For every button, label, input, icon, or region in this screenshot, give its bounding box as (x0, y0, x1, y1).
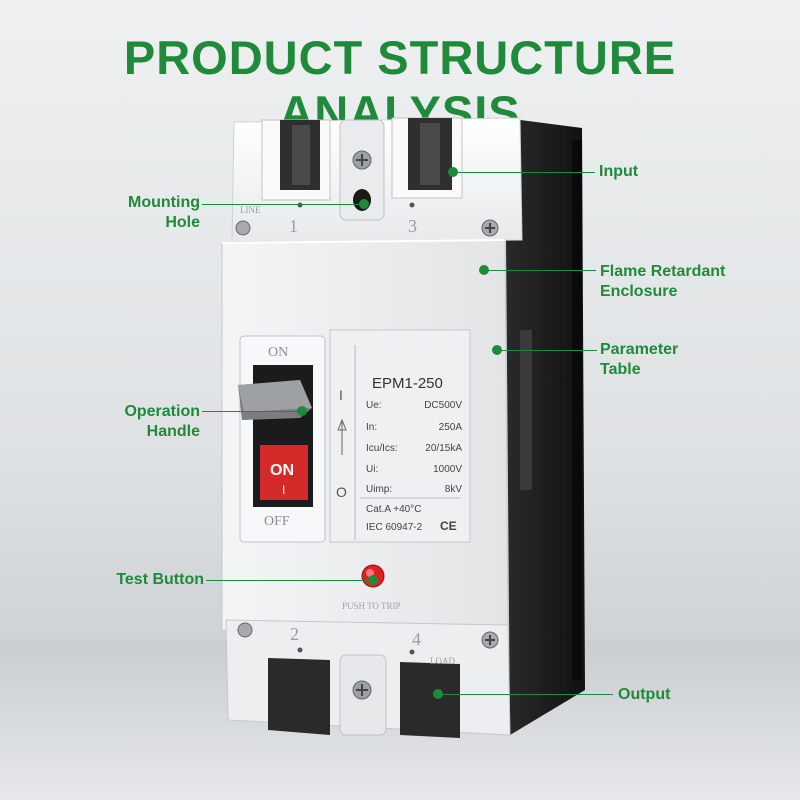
test-button-line (206, 580, 373, 581)
terminal-4-label: 4 (412, 629, 421, 649)
standard-label: IEC 60947-2 (366, 522, 423, 533)
spec-key: In: (366, 422, 377, 433)
switch-off-label: OFF (264, 514, 290, 529)
symbol-i: I (339, 387, 343, 403)
spec-value: 20/15kA (425, 443, 462, 454)
parameter-plate (329, 329, 471, 543)
spec-value: 250A (439, 422, 463, 433)
handle-callout-line1: Operation (124, 403, 200, 420)
output-callout: Output (618, 686, 671, 703)
handle-callout-line2: Handle (146, 423, 200, 440)
terminal-2-label: 2 (290, 624, 299, 644)
spec-key: Icu/Ics: (366, 443, 398, 454)
param-callout-line2: Table (600, 361, 641, 378)
mounting-dot (359, 199, 369, 209)
flame-line (484, 270, 596, 271)
handle-line (202, 411, 302, 412)
spec-value: DC500V (424, 400, 462, 411)
spec-key: Ui: (366, 464, 378, 475)
page-title: PRODUCT STRUCTURE ANALYSIS (123, 31, 677, 139)
test-button-callout: Test Button (116, 571, 204, 588)
category-label: Cat.A +40°C (366, 504, 421, 515)
flame-callout: Flame Retardant Enclosure (600, 262, 725, 302)
spec-value: 8kV (445, 484, 463, 495)
switch-on-label: ON (268, 345, 288, 360)
top-terminal-block (231, 117, 523, 243)
mounting-callout: Mounting Hole (80, 193, 200, 233)
model-label: EPM1-250 (372, 375, 443, 392)
mounting-callout-line1: Mounting (128, 194, 200, 211)
handle-on-label: ON (270, 462, 294, 479)
flame-callout-line1: Flame Retardant (600, 263, 726, 280)
param-callout-line1: Parameter (600, 341, 679, 358)
handle-callout: Operation Handle (80, 402, 200, 442)
switch-frame (238, 335, 326, 543)
handle-dot (297, 406, 307, 416)
spec-key: Ue: (366, 400, 382, 411)
param-callout: Parameter Table (600, 340, 678, 380)
input-callout: Input (599, 163, 639, 180)
mounting-line (202, 204, 364, 205)
input-line (453, 172, 595, 173)
load-label: LOAD (430, 656, 455, 666)
terminal-3-label: 3 (408, 216, 417, 236)
bottom-terminal-block (225, 619, 511, 738)
spec-key: Uimp: (366, 484, 392, 495)
mounting-callout-line2: Hole (165, 214, 200, 231)
output-line (438, 694, 613, 695)
ce-mark: CE (440, 519, 457, 533)
symbol-o: O (336, 484, 347, 500)
terminal-1-label: 1 (289, 216, 298, 236)
handle-i-label: I (282, 483, 285, 497)
test-button-dot (368, 575, 378, 585)
spec-value: 1000V (433, 464, 462, 475)
line-label: LINE (240, 205, 261, 215)
param-line (497, 350, 597, 351)
push-to-trip-label: PUSH TO TRIP (342, 601, 401, 611)
flame-callout-line2: Enclosure (600, 283, 678, 300)
side-body (505, 118, 585, 735)
